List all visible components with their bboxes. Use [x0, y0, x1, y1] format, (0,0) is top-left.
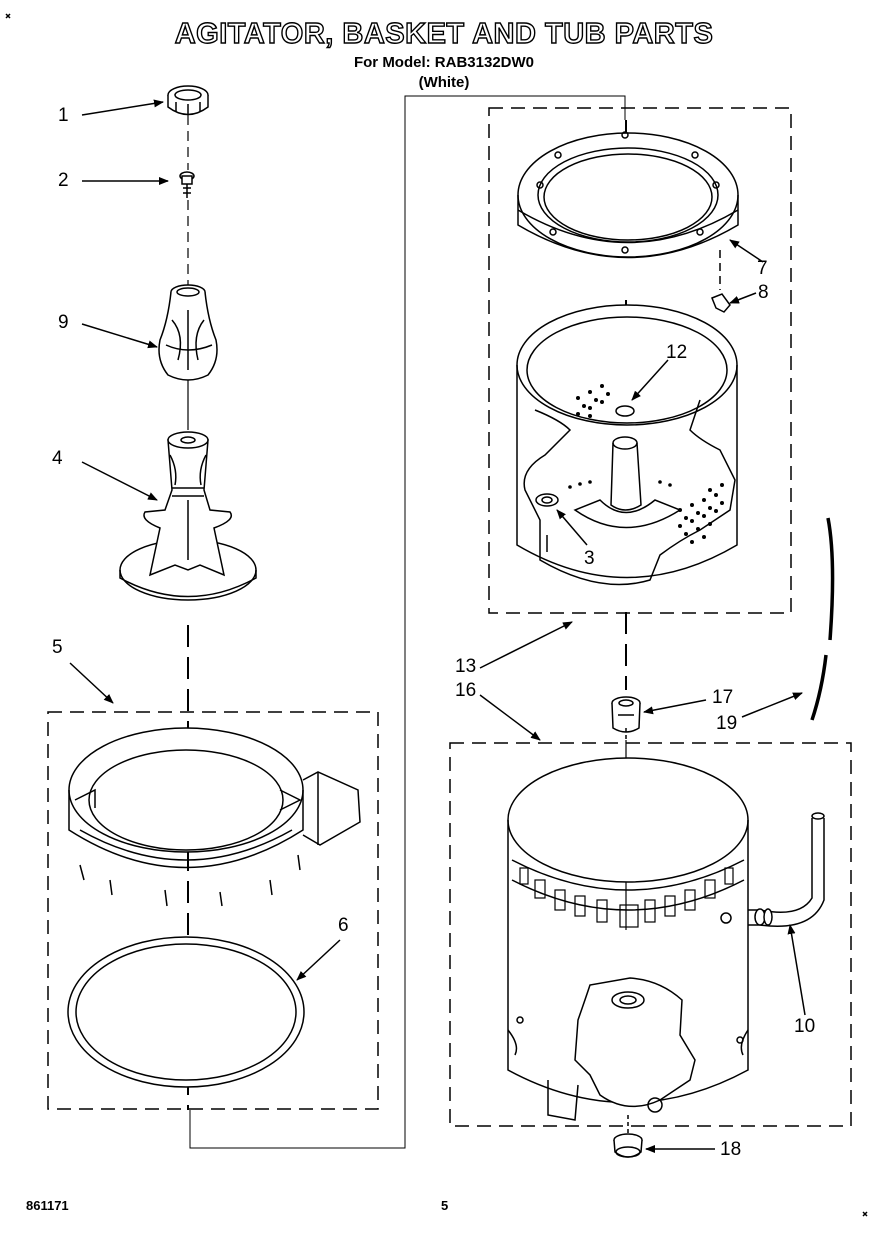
- callout-6: 6: [338, 915, 349, 936]
- tub-plug-part: [613, 1115, 643, 1158]
- part-5-assembly-box: [47, 711, 379, 1110]
- page-number: 5: [441, 1198, 449, 1213]
- wash-basket-part: [516, 304, 738, 586]
- diagram-title: AGITATOR, BASKET AND TUB PARTS: [174, 17, 714, 50]
- assembly-connector-line: [189, 95, 626, 1149]
- callout-16: 16: [455, 680, 477, 701]
- tub-seal-ring-part: [67, 936, 305, 1088]
- callout-18: 18: [720, 1139, 742, 1160]
- corner-mark: [5, 13, 868, 1217]
- agitator-base-part: [119, 431, 257, 601]
- bushing-part: [611, 696, 641, 740]
- tub-ring-part: [68, 727, 361, 907]
- color-variant-label: (White): [418, 74, 470, 91]
- callout-leader-lines: [69, 99, 806, 1153]
- callout-4: 4: [52, 448, 63, 469]
- callout-13: 13: [455, 656, 477, 677]
- callout-5: 5: [52, 637, 63, 658]
- document-number: 861171: [26, 1198, 69, 1213]
- callout-9: 9: [58, 312, 69, 333]
- callout-19: 19: [716, 713, 738, 734]
- outer-tub-assembly-box: [449, 742, 852, 1127]
- callout-7: 7: [757, 258, 768, 279]
- agitator-cap-part: [167, 85, 209, 116]
- agitator-barrel-part: [158, 284, 218, 381]
- callout-3: 3: [584, 548, 595, 569]
- model-number-label: For Model: RAB3132DW0: [353, 54, 535, 71]
- callout-8: 8: [758, 282, 769, 303]
- tub-vent-slots: [519, 867, 734, 928]
- callout-2: 2: [58, 170, 69, 191]
- callout-12: 12: [666, 342, 688, 363]
- drain-hose-part: [748, 812, 825, 927]
- balance-ring-part: [517, 131, 739, 259]
- hose-part: [810, 517, 835, 721]
- callout-1: 1: [58, 105, 69, 126]
- bolt-part: [179, 171, 195, 198]
- outer-tub-part: [507, 757, 749, 1121]
- callout-17: 17: [712, 687, 734, 708]
- callout-10: 10: [794, 1016, 816, 1037]
- basket-perforations: [568, 384, 724, 544]
- basket-assembly-box: [488, 107, 792, 614]
- clip-part: [711, 250, 731, 313]
